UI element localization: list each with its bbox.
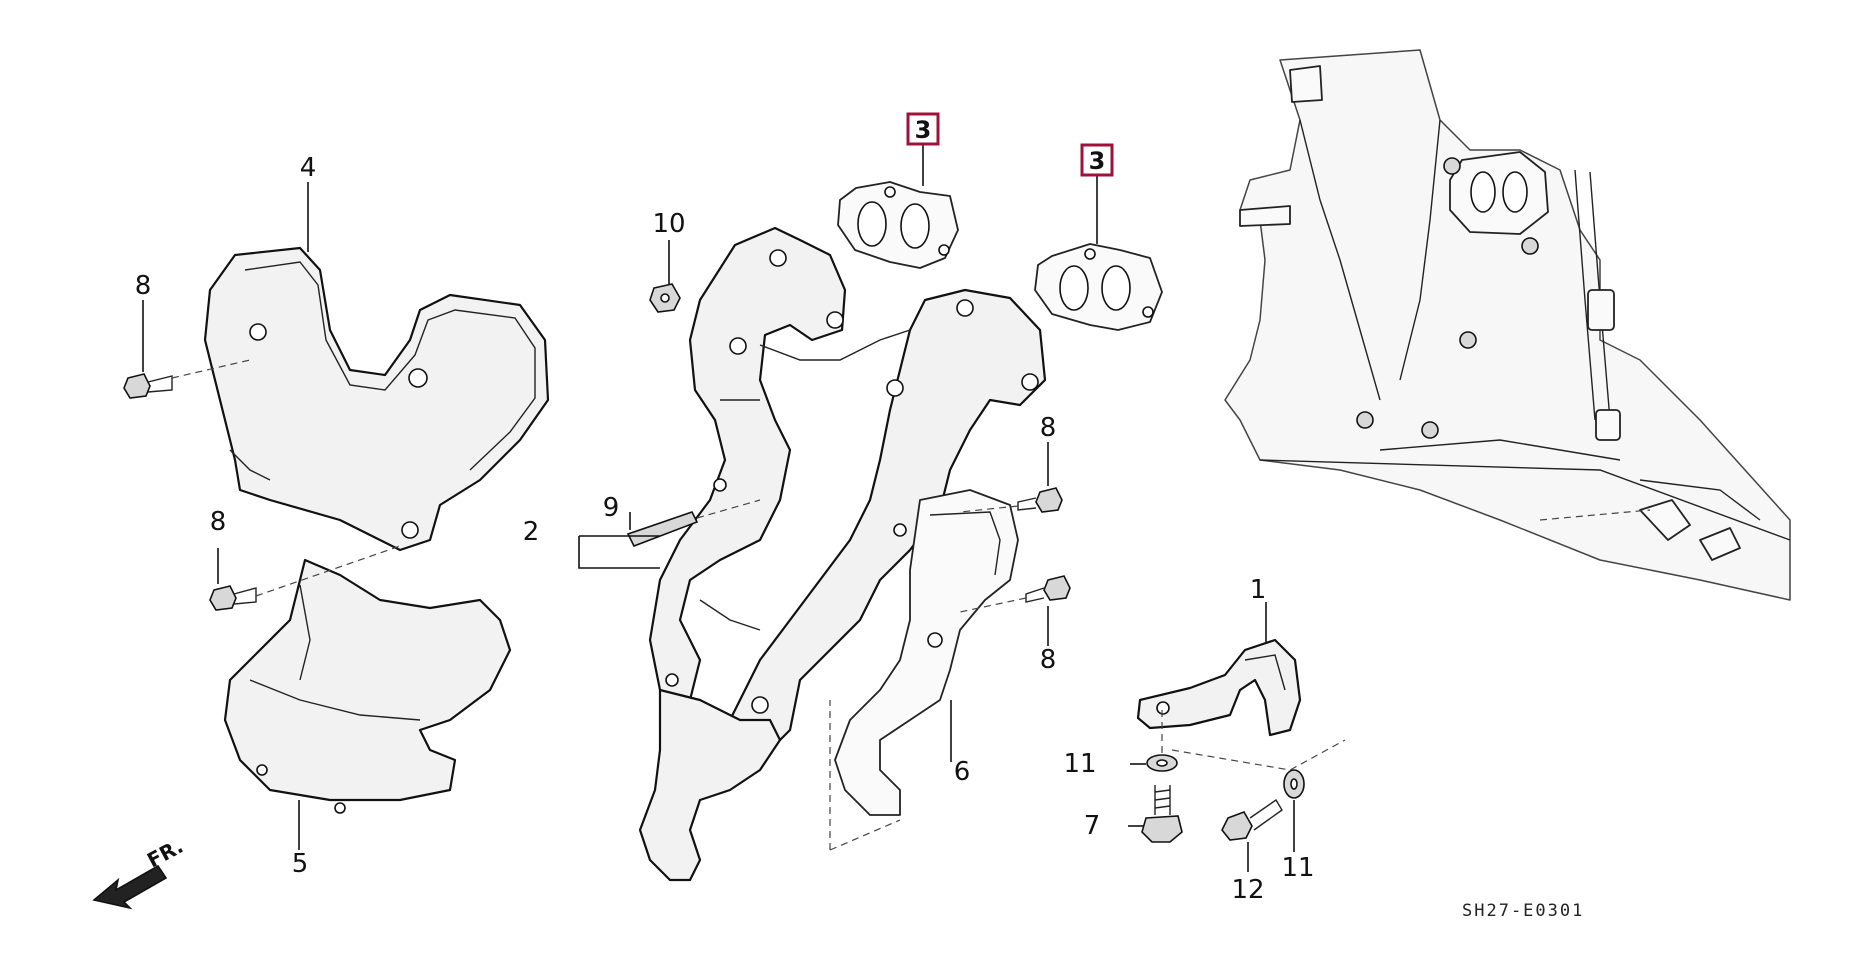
washer-11-right (1283, 769, 1305, 799)
callout-7: 7 (1084, 811, 1101, 841)
bolt-8-right-lower (1025, 575, 1071, 603)
callout-3-right-highlight: 3 (1080, 143, 1114, 177)
bolt-7 (1141, 785, 1183, 843)
callout-11-a: 11 (1063, 749, 1096, 779)
lower-heat-shield (223, 558, 512, 814)
callout-3-b: 3 (1089, 147, 1106, 175)
bolt-12 (1221, 798, 1283, 841)
bolt-8-right-upper (1017, 487, 1063, 513)
callout-6: 6 (954, 757, 971, 787)
callout-1: 1 (1250, 575, 1267, 605)
exhaust-gasket-left (837, 181, 959, 269)
front-arrow-label: FR. (143, 834, 187, 873)
callout-2: 2 (523, 517, 540, 547)
callout-3-left-highlight: 3 (906, 112, 940, 146)
exhaust-gasket-right (1034, 243, 1163, 331)
stud-9 (626, 511, 699, 548)
callout-11-b: 11 (1281, 853, 1314, 883)
manifold-cover (834, 489, 1019, 816)
callout-8-b: 8 (210, 507, 227, 537)
callout-5: 5 (292, 849, 309, 879)
callout-9: 9 (603, 493, 620, 523)
drawing-code: SH27-E0301 (1462, 901, 1584, 921)
nut-10 (649, 283, 681, 313)
callout-labels: 1 2 4 5 6 7 8 8 8 8 9 10 11 11 12 (135, 153, 1315, 905)
callout-8-d: 8 (1040, 645, 1057, 675)
washer-11-left (1146, 754, 1178, 772)
callout-8-c: 8 (1040, 413, 1057, 443)
manifold-bracket (1136, 638, 1302, 737)
callout-3-a: 3 (915, 116, 932, 144)
bolt-8-lower-left (209, 585, 257, 611)
bolt-8-upper-left (123, 373, 173, 399)
leader-lines (142, 140, 1346, 872)
callout-12: 12 (1231, 875, 1264, 905)
callout-10: 10 (652, 209, 685, 239)
callout-8-a: 8 (135, 271, 152, 301)
exhaust-manifold (638, 226, 1047, 882)
front-direction-arrow: FR. (92, 834, 187, 910)
upper-heat-shield (203, 246, 550, 552)
engine-block-outline (1224, 49, 1791, 601)
callout-4: 4 (300, 153, 317, 183)
